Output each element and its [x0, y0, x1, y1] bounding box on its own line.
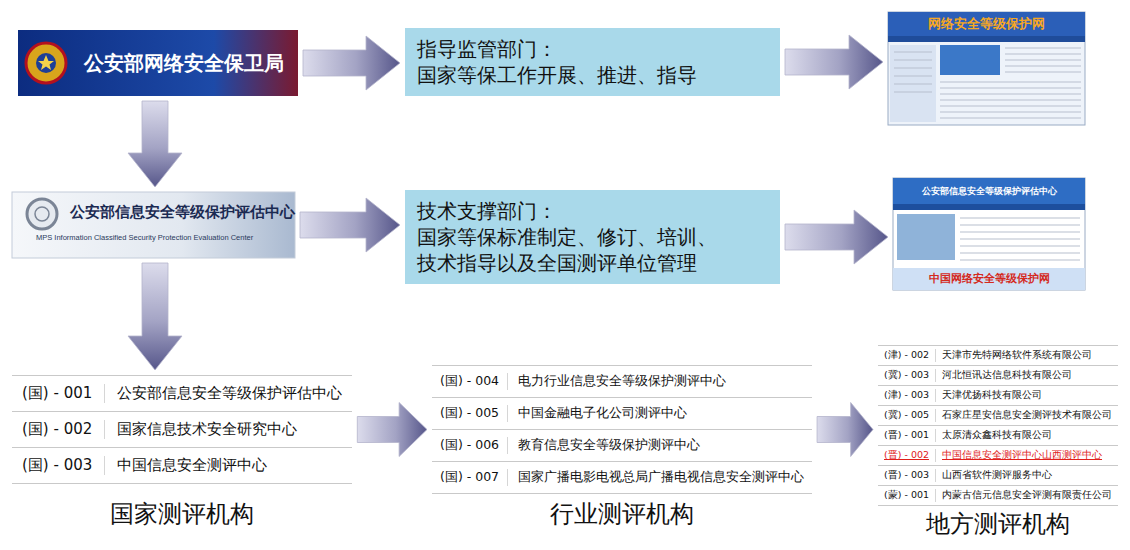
website-image — [897, 214, 955, 260]
block-arrow — [300, 198, 400, 252]
agency-name: 太原清众鑫科技有限公司 — [935, 429, 1058, 442]
website-screenshot: 公安部信息安全等级保护评估中心中国网络安全等级保护网 — [893, 178, 1085, 290]
agency-name: 国家广播电影电视总局广播电视信息安全测评中心 — [507, 469, 812, 486]
table-row: (国) - 006教育信息安全等级保护测评中心 — [432, 430, 812, 462]
table-row: (津) - 002天津市先特网络软件系统有限公司 — [878, 345, 1118, 366]
table-body: (国) - 001公安部信息安全等级保护评估中心(国) - 002国家信息技术安… — [12, 375, 352, 484]
table-row: (国) - 004电力行业信息安全等级保护测评中心 — [432, 365, 812, 398]
agency-code: (国) - 003 — [12, 456, 104, 475]
agency-name: 中国信息安全测评中心 — [104, 456, 277, 475]
agency-table: (国) - 001公安部信息安全等级保护评估中心(国) - 002国家信息技术安… — [12, 375, 352, 528]
block-arrow — [303, 36, 400, 90]
agency-table: (津) - 002天津市先特网络软件系统有限公司(冀) - 003河北恒讯达信息… — [878, 345, 1118, 538]
table-row: (晋) - 003山西省软件测评服务中心 — [878, 466, 1118, 486]
website-screenshot — [888, 12, 1085, 125]
website-image — [940, 45, 1000, 75]
agency-table: (国) - 004电力行业信息安全等级保护测评中心(国) - 005中国金融电子… — [432, 365, 812, 528]
table-row: (冀) - 005石家庄星安信息安全测评技术有限公司 — [878, 406, 1118, 426]
police-emblem — [26, 43, 66, 83]
agency-code: (国) - 004 — [432, 373, 507, 390]
block-arrow — [128, 263, 182, 370]
table-row: (国) - 002国家信息技术安全研究中心 — [12, 412, 352, 448]
agency-code: (国) - 001 — [12, 384, 104, 403]
agency-name: 教育信息安全等级保护测评中心 — [507, 437, 708, 454]
agency-code: (晋) - 002 — [878, 449, 935, 462]
website-nav — [888, 36, 1085, 42]
section-caption: 国家测评机构 — [12, 500, 352, 528]
table-row: (冀) - 003河北恒讯达信息科技有限公司 — [878, 366, 1118, 386]
banner-background — [18, 30, 298, 96]
website-title: 网络安全等级保护网 — [888, 12, 1085, 36]
police-emblem — [38, 55, 54, 70]
table-row: (蒙) - 001内蒙古信元信息安全评测有限责任公司 — [878, 486, 1118, 506]
block-arrow — [817, 403, 873, 457]
agency-name: 中国金融电子化公司测评中心 — [507, 405, 695, 422]
website-header — [888, 12, 1085, 36]
agency-code: (晋) - 001 — [878, 429, 935, 442]
agency-name: 电力行业信息安全等级保护测评中心 — [507, 373, 734, 390]
website-text-lines — [894, 48, 1081, 118]
table-row: (国) - 005中国金融电子化公司测评中心 — [432, 398, 812, 430]
center-emblem — [27, 199, 57, 229]
table-row: (国) - 007国家广播电影电视总局广播电视信息安全测评中心 — [432, 462, 812, 494]
block-arrow — [785, 210, 888, 264]
website-nav — [893, 204, 1085, 210]
agency-name: 天津优扬科技有限公司 — [935, 389, 1048, 402]
website-screenshot: 网络安全等级保护网 — [888, 12, 1085, 125]
role-box: 指导监管部门：国家等保工作开展、推进、指导 — [405, 28, 780, 96]
role-description: 国家等保标准制定、修订、培训、技术指导以及全国测评单位管理 — [417, 224, 728, 276]
bureau-banner: 公安部网络安全保卫局 — [18, 30, 298, 96]
agency-name: 内蒙古信元信息安全评测有限责任公司 — [935, 489, 1118, 502]
block-arrow — [785, 35, 883, 89]
agency-name: 国家信息技术安全研究中心 — [104, 420, 307, 439]
agency-name: 石家庄星安信息安全测评技术有限公司 — [935, 409, 1118, 422]
center-banner: 公安部信息安全等级保护评估中心 MPS Information Classifie… — [12, 192, 295, 258]
agency-code: (国) - 006 — [432, 437, 507, 454]
agency-code: (津) - 002 — [878, 349, 935, 362]
agency-code: (津) - 003 — [878, 389, 935, 402]
agency-code: (蒙) - 001 — [878, 489, 935, 502]
website-screenshot — [893, 178, 1085, 290]
agency-code: (冀) - 003 — [878, 369, 935, 382]
website-title: 公安部信息安全等级保护评估中心 — [893, 178, 1085, 204]
agency-name: 公安部信息安全等级保护评估中心 — [104, 384, 352, 403]
website-footer-band — [893, 268, 1085, 290]
table-row: (晋) - 002中国信息安全测评中心山西测评中心 — [878, 446, 1118, 466]
center-emblem — [35, 207, 49, 221]
block-arrow — [128, 101, 182, 187]
role-heading: 技术支撑部门： — [417, 198, 728, 224]
agency-name: 河北恒讯达信息科技有限公司 — [935, 369, 1078, 382]
website-header — [893, 178, 1085, 204]
agency-name: 天津市先特网络软件系统有限公司 — [935, 349, 1098, 362]
agency-code: (国) - 002 — [12, 420, 104, 439]
banner-title: 公安部网络安全保卫局 — [84, 49, 298, 77]
agency-code: (国) - 005 — [432, 405, 507, 422]
block-arrow — [357, 403, 427, 457]
banner-title: 公安部信息安全等级保护评估中心 — [70, 201, 295, 223]
website-footer-title: 中国网络安全等级保护网 — [893, 268, 1085, 290]
banner-background — [12, 192, 295, 258]
agency-name: 山西省软件测评服务中心 — [935, 469, 1058, 482]
table-body: (国) - 004电力行业信息安全等级保护测评中心(国) - 005中国金融电子… — [432, 365, 812, 494]
agency-name: 中国信息安全测评中心山西测评中心 — [935, 449, 1108, 462]
website-sidebar — [890, 45, 936, 122]
table-row: (国) - 003中国信息安全测评中心 — [12, 448, 352, 484]
section-caption: 行业测评机构 — [432, 500, 812, 528]
role-heading: 指导监管部门： — [417, 36, 760, 62]
table-row: (津) - 003天津优扬科技有限公司 — [878, 386, 1118, 406]
website-text-lines — [960, 218, 1080, 260]
police-emblem — [36, 53, 56, 73]
banner-subtitle: MPS Information Classified Security Prot… — [36, 233, 295, 243]
role-box: 技术支撑部门：国家等保标准制定、修订、培训、技术指导以及全国测评单位管理 — [405, 190, 780, 284]
table-row: (国) - 001公安部信息安全等级保护评估中心 — [12, 375, 352, 412]
table-body: (津) - 002天津市先特网络软件系统有限公司(冀) - 003河北恒讯达信息… — [878, 345, 1118, 506]
agency-code: (国) - 007 — [432, 469, 507, 486]
section-caption: 地方测评机构 — [878, 510, 1118, 538]
agency-code: (冀) - 005 — [878, 409, 935, 422]
agency-code: (晋) - 003 — [878, 469, 935, 482]
role-description: 国家等保工作开展、推进、指导 — [417, 62, 760, 88]
table-row: (晋) - 001太原清众鑫科技有限公司 — [878, 426, 1118, 446]
